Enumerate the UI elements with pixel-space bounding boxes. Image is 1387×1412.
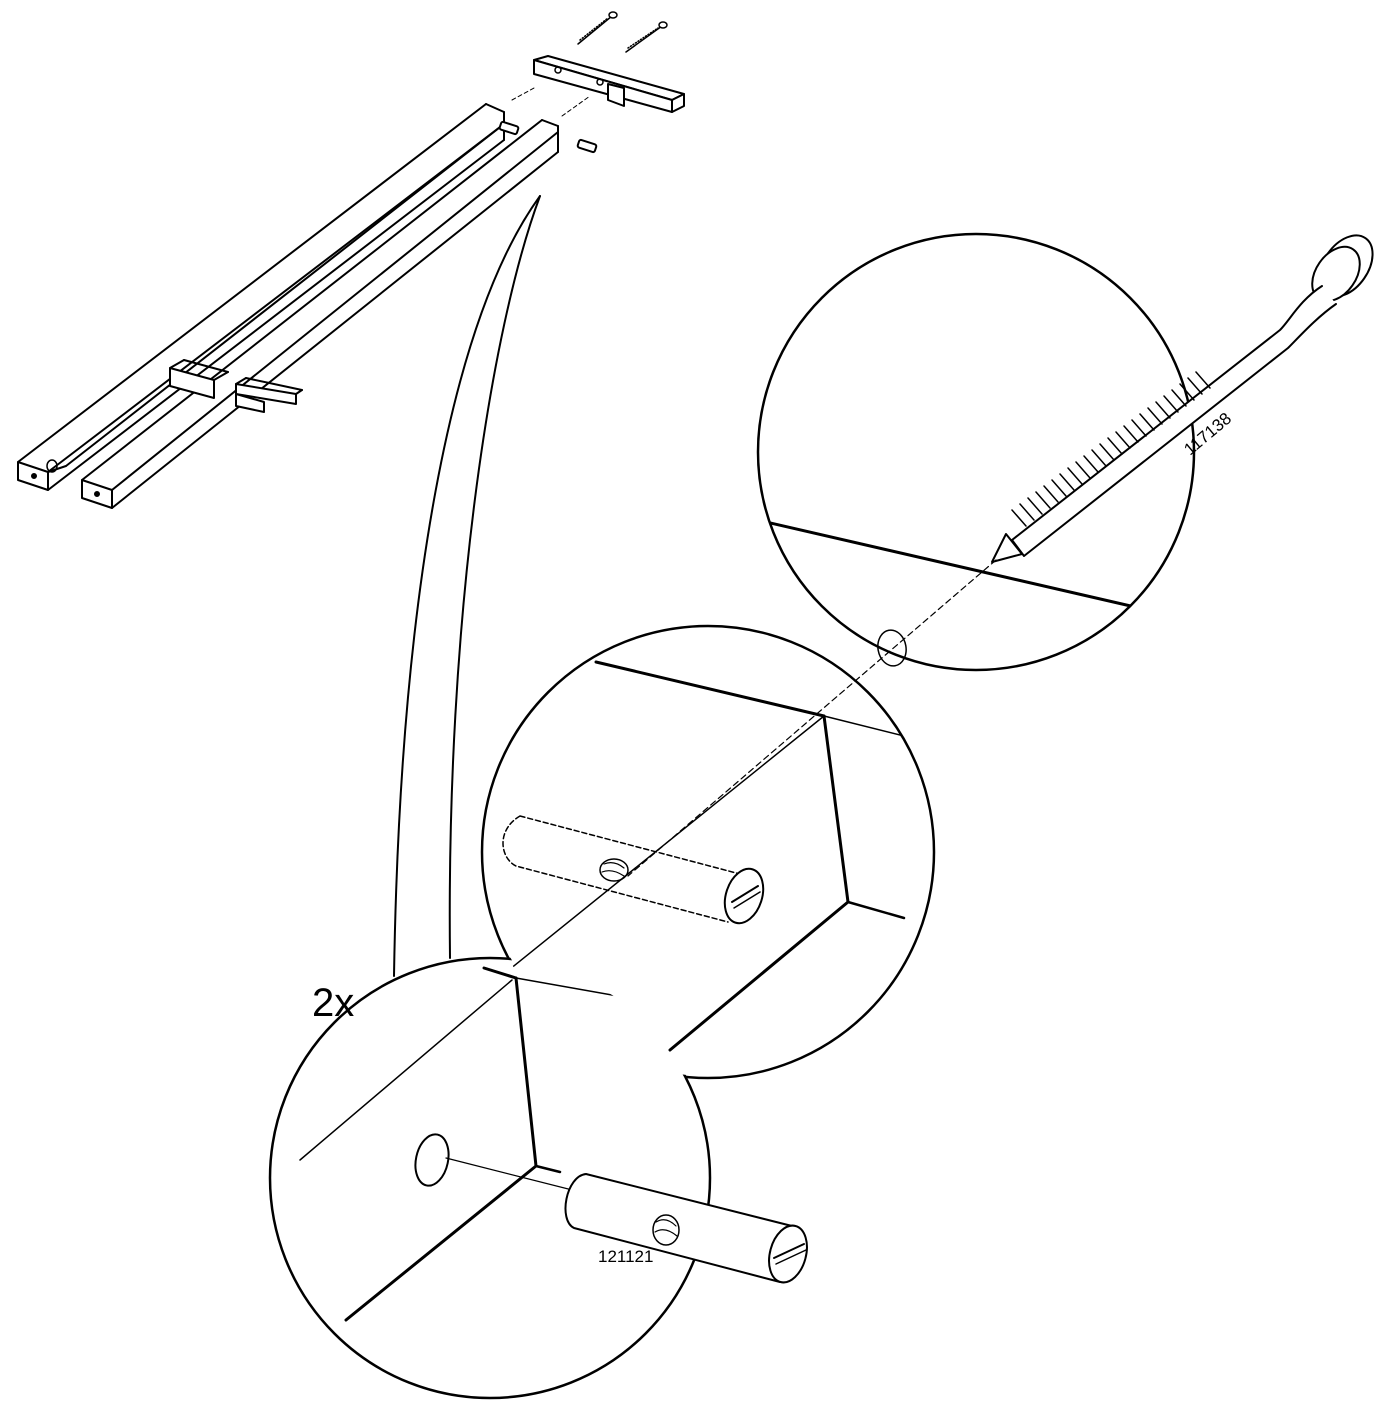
detail-top bbox=[758, 514, 1194, 670]
bolt-117138 bbox=[991, 234, 1374, 563]
barrel-nut-small-1 bbox=[498, 120, 520, 136]
detail-bubble bbox=[268, 232, 1196, 1400]
bolt-path-dashed bbox=[627, 559, 997, 877]
hidden-barrel-nut bbox=[502, 815, 741, 923]
callout-pointer bbox=[393, 195, 541, 977]
screw-small-2 bbox=[625, 21, 668, 53]
lower-bracket-arm bbox=[235, 377, 303, 413]
bolt-threads bbox=[1011, 371, 1211, 527]
quantity-label: 2x bbox=[312, 981, 354, 1025]
cross-bar bbox=[169, 359, 229, 399]
barrel-nut-small-2 bbox=[576, 138, 598, 154]
right-rail bbox=[81, 119, 559, 509]
top-bracket bbox=[533, 55, 685, 113]
left-rail bbox=[17, 103, 505, 491]
screw-small-1 bbox=[577, 11, 618, 45]
part-number-barrel-nut: 121121 bbox=[598, 1247, 653, 1266]
frame-overview bbox=[17, 11, 685, 509]
bolt-hole bbox=[877, 629, 907, 667]
detail-bottom bbox=[299, 966, 641, 1322]
barrel-nut-121121 bbox=[564, 1173, 808, 1284]
detail-middle bbox=[483, 660, 934, 1052]
